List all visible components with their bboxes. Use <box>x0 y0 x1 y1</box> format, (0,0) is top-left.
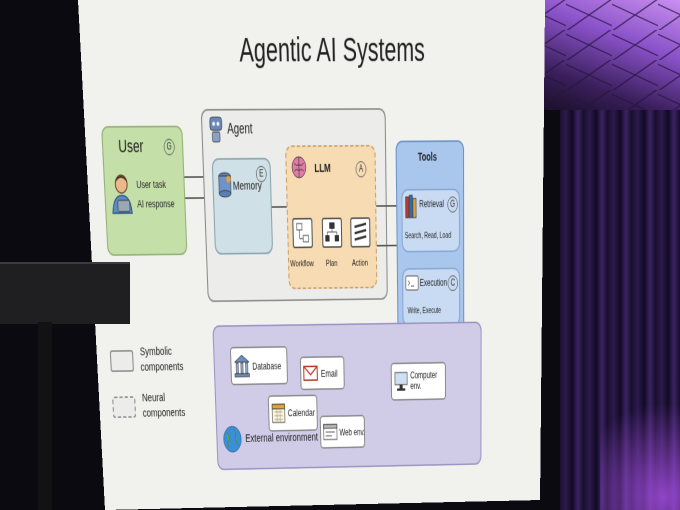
execution-component: Execution C Write, Execute <box>402 267 461 327</box>
calendar-item: Calendar <box>267 394 318 432</box>
email-item: Email <box>299 355 345 391</box>
database-label: Database <box>252 359 282 372</box>
execution-subtitle: Write, Execute <box>407 306 442 316</box>
workflow-icon <box>293 219 312 246</box>
tools-title: Tools <box>417 150 437 164</box>
legend-symbolic-swatch <box>109 349 134 373</box>
llm-title: LLM <box>314 161 331 176</box>
execution-badge: C <box>447 275 459 292</box>
calendar-label: Calendar <box>287 406 316 419</box>
llm-badge: A <box>355 161 367 178</box>
retrieval-component: Retrieval G Search, Read, Load <box>401 188 461 253</box>
database-stack-icon <box>217 171 232 199</box>
email-label: Email <box>320 367 338 380</box>
retrieval-title: Retrieval <box>419 198 444 210</box>
database-item: Database <box>229 346 289 386</box>
plan-label: Plan <box>325 258 338 269</box>
llm-component: LLM A Workflow Plan Action <box>285 144 378 290</box>
brain-icon <box>291 155 308 179</box>
workflow-label: Workflow <box>290 259 314 269</box>
memory-component: Memory E <box>211 157 274 255</box>
legend-symbolic-line2: components <box>140 360 184 374</box>
ceiling-grid <box>520 0 680 110</box>
legend-neural-line2: components <box>142 406 186 420</box>
calendar-icon <box>271 401 286 425</box>
legend-symbolic-line1: Symbolic <box>139 344 173 359</box>
terminal-icon <box>405 274 419 293</box>
ai-response-label: AI response <box>136 197 175 210</box>
slide-title: Agentic AI Systems <box>238 31 425 70</box>
external-environment-title: External environment <box>245 430 319 445</box>
plan-icon <box>325 222 340 242</box>
globe-icon <box>222 425 243 454</box>
action-label: Action <box>351 258 368 269</box>
retrieval-badge: G <box>447 196 458 213</box>
memory-title: Memory <box>232 178 262 193</box>
user-component: User G User task AI response <box>101 125 188 256</box>
memory-badge: E <box>255 165 267 183</box>
user-task-label: User task <box>136 178 167 191</box>
action-tile <box>350 217 370 248</box>
computer-env-label: Computer env. <box>410 369 438 392</box>
legend-neural-swatch <box>112 396 137 419</box>
stage-glow <box>600 380 680 510</box>
podium-stand <box>38 322 52 510</box>
books-icon <box>404 194 417 221</box>
envelope-icon <box>303 364 318 383</box>
agent-title: Agent <box>226 120 253 137</box>
agent-component: Agent <box>200 108 388 303</box>
user-badge: G <box>163 138 175 156</box>
podium <box>0 262 130 324</box>
retrieval-subtitle: Search, Read, Load <box>404 231 452 241</box>
computer-env-item: Computer env. <box>390 361 447 401</box>
legend-neural-line1: Neural <box>141 391 166 405</box>
computer-icon <box>394 370 410 391</box>
action-icon <box>351 219 369 246</box>
memory-llm-wire <box>271 206 287 208</box>
web-env-item: Web env. <box>319 414 366 449</box>
projector-screen: Agentic AI Systems User G User task AI r… <box>78 0 546 510</box>
user-title: User <box>117 135 144 157</box>
plan-tile <box>321 217 343 248</box>
web-env-label: Web env. <box>339 426 365 438</box>
bank-icon <box>233 353 250 379</box>
external-environment: Database Email Computer env. Calenda <box>212 321 482 471</box>
execution-title: Execution <box>419 277 448 289</box>
browser-window-icon <box>323 423 338 443</box>
robot-icon <box>207 114 224 144</box>
person-laptop-icon <box>109 173 136 219</box>
workflow-tile <box>292 217 313 249</box>
